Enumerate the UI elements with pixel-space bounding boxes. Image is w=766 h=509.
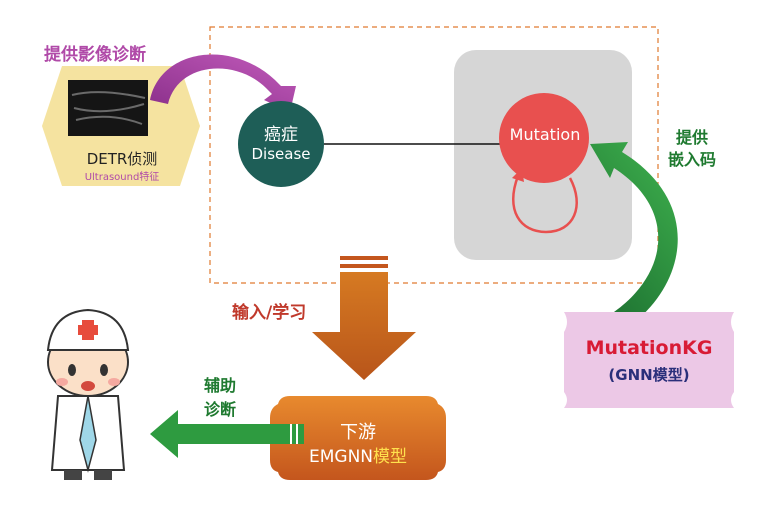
assist-label-line2: 诊断 (204, 400, 237, 419)
downstream-box (270, 396, 446, 480)
ultrasound-texture (71, 91, 146, 125)
doctor-illustration (46, 308, 130, 480)
dashed-boundary (209, 26, 659, 284)
assist-label-line1: 辅助 (204, 376, 237, 395)
model-suffix: 模型 (373, 447, 407, 467)
assist-arrow (150, 410, 304, 458)
mutation-node (499, 93, 589, 183)
down-arrow-stripe-2 (340, 264, 388, 268)
downstream-model-label: EMGNN模型 (278, 442, 438, 467)
kg-box (564, 312, 734, 408)
assist-arrow-stripe-1 (290, 424, 292, 444)
mutation-self-loop (512, 175, 578, 234)
embedding-arrow (590, 142, 678, 326)
model-name: EMGNN (308, 447, 373, 467)
input-learn-label: 输入/学习 (232, 303, 307, 323)
disease-label-zh: 癌症 (264, 125, 298, 145)
provide-imaging-label: 提供影像诊断 (44, 45, 146, 65)
assist-arrow-stripe-2 (296, 424, 298, 444)
disease-node (238, 101, 324, 187)
embedding-label-line2: 嵌入码 (668, 150, 717, 169)
downstream-title: 下游 (340, 422, 376, 443)
disease-label-en: Disease (251, 145, 311, 163)
down-arrow (312, 272, 416, 380)
detr-detection-label: DETR侦测 (86, 150, 158, 168)
mutation-label: Mutation (509, 125, 581, 144)
purple-arrow (150, 54, 296, 112)
down-arrow-stripe-1 (340, 256, 388, 260)
kg-subtitle: (GNN模型) (608, 366, 690, 384)
ultrasound-feature-label: Ultrasound特征 (84, 172, 160, 183)
embedding-label-line1: 提供 (676, 128, 709, 147)
kg-title: MutationKG (585, 337, 713, 359)
ultrasound-image (68, 80, 148, 136)
